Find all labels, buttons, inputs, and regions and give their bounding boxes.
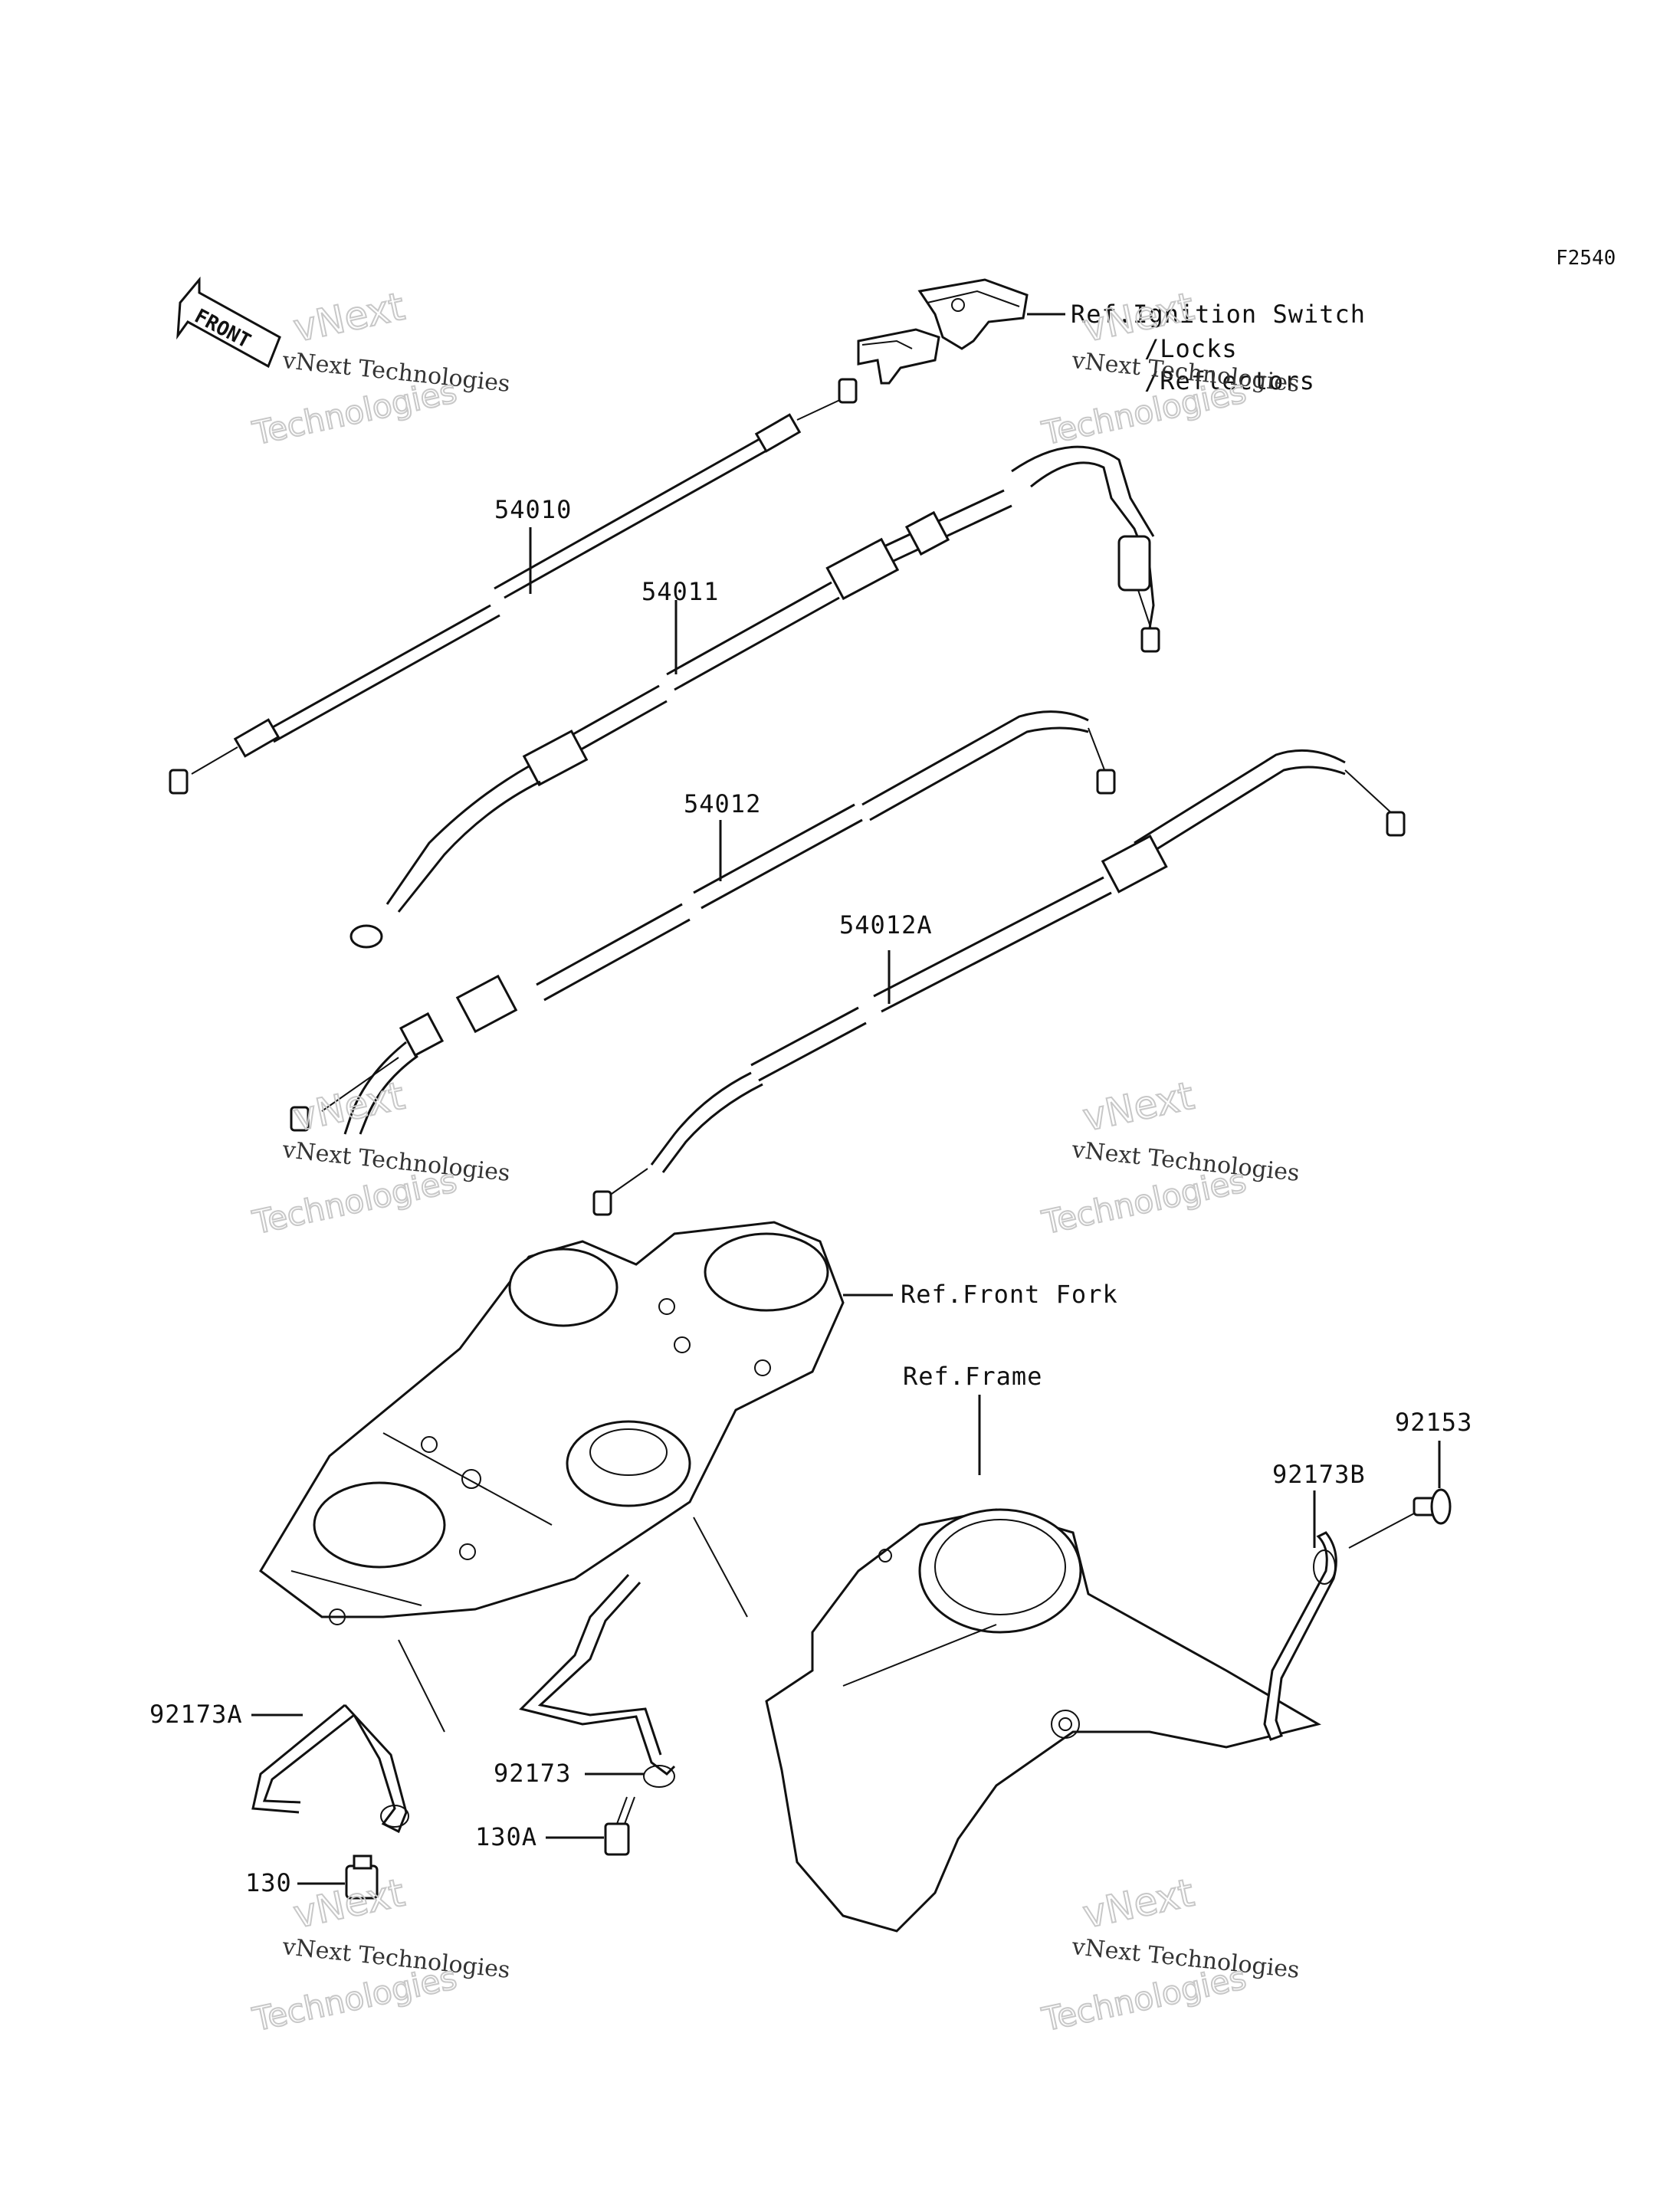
front-arrow-icon: FRONT bbox=[176, 276, 281, 369]
diagram-code: F2540 bbox=[1556, 247, 1616, 270]
svg-text:Technologies: Technologies bbox=[249, 1959, 460, 2038]
upper-triple-clamp bbox=[259, 1221, 845, 1625]
svg-text:vNext: vNext bbox=[290, 284, 409, 351]
ref-frame: Ref.Frame bbox=[903, 1362, 1042, 1391]
dash-92173 bbox=[693, 1517, 748, 1618]
watermark-3: vNext Technologies vNext Technologies bbox=[248, 1073, 511, 1242]
ignition-bracket bbox=[857, 278, 1065, 385]
ref-ignition-switch-line3: /Reflectors bbox=[1144, 366, 1315, 395]
part-54010: 54010 bbox=[494, 495, 572, 524]
clamp-92173b bbox=[1263, 1531, 1337, 1741]
part-54011: 54011 bbox=[641, 577, 719, 606]
watermark-6: vNext Technologies vNext Technologies bbox=[1038, 1870, 1301, 2039]
cable-54012 bbox=[290, 710, 1116, 1135]
svg-text:vNext: vNext bbox=[1079, 1074, 1198, 1140]
svg-text:Technologies: Technologies bbox=[249, 372, 460, 452]
svg-text:vNext: vNext bbox=[290, 1871, 409, 1937]
svg-text:vNext: vNext bbox=[1079, 1871, 1198, 1937]
clamp-92173 bbox=[519, 1573, 676, 1788]
part-54012a: 54012A bbox=[839, 910, 933, 939]
svg-text:Technologies: Technologies bbox=[1039, 1162, 1249, 1241]
part-130: 130 bbox=[245, 1868, 292, 1897]
part-92173: 92173 bbox=[494, 1759, 571, 1788]
ref-ignition-switch-line1: Ref.Ignition Switch bbox=[1071, 300, 1366, 329]
svg-text:Technologies: Technologies bbox=[1039, 1959, 1249, 2038]
ref-front-fork: Ref.Front Fork bbox=[901, 1280, 1118, 1309]
cable-54010 bbox=[169, 378, 858, 795]
dash-92173a bbox=[398, 1639, 445, 1733]
bolt-130 bbox=[345, 1854, 379, 1900]
bolt-92153 bbox=[1348, 1488, 1452, 1549]
part-54012: 54012 bbox=[684, 789, 761, 818]
cable-54011 bbox=[349, 445, 1160, 949]
clamp-92173a bbox=[251, 1703, 409, 1834]
part-92173b: 92173B bbox=[1272, 1460, 1366, 1489]
cable-54012a bbox=[592, 749, 1406, 1216]
svg-text:Technologies: Technologies bbox=[249, 1162, 460, 1241]
frame-head bbox=[765, 1508, 1321, 1933]
bolt-130a bbox=[604, 1796, 635, 1856]
ref-ignition-switch-line2: /Locks bbox=[1144, 334, 1238, 363]
svg-text:vNext: vNext bbox=[290, 1074, 409, 1140]
part-92153: 92153 bbox=[1395, 1408, 1472, 1437]
part-92173a: 92173A bbox=[149, 1700, 243, 1729]
part-130a: 130A bbox=[475, 1822, 537, 1851]
watermark-1: vNext Technologies vNext Technologies bbox=[248, 284, 511, 453]
watermark-4: vNext Technologies vNext Technologies bbox=[1038, 1073, 1301, 1242]
